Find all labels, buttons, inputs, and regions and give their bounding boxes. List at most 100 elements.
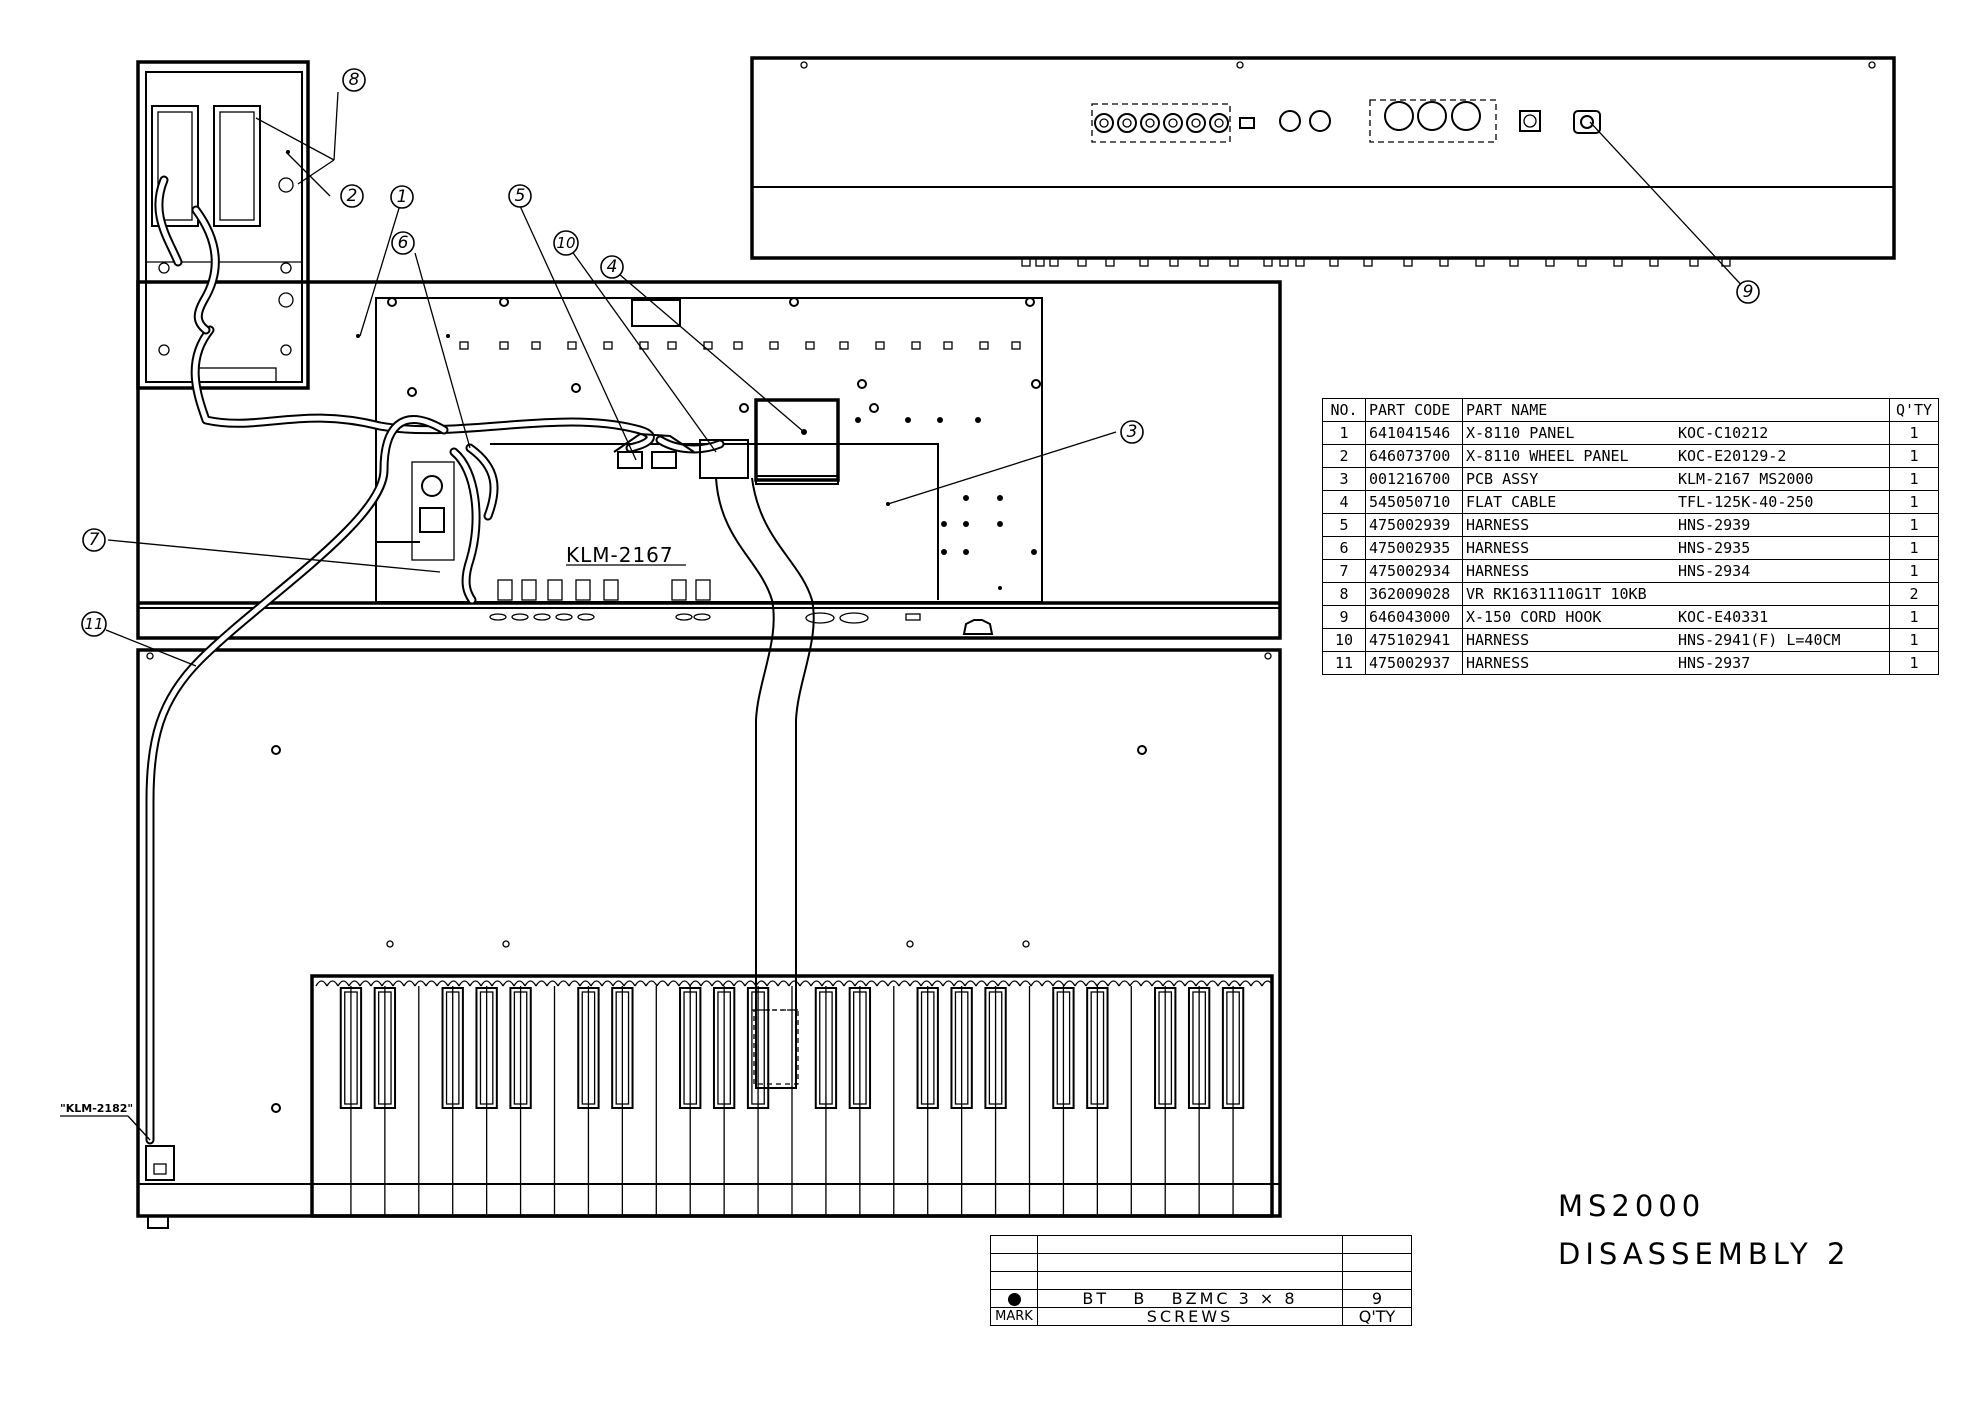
key-scallop (1019, 980, 1032, 987)
black-key (814, 987, 838, 1109)
key-scallop (678, 980, 691, 987)
key-scallop (1151, 980, 1164, 987)
black-key (848, 987, 872, 1109)
part-spec: HNS-2934 (1678, 562, 1751, 580)
black-key (475, 987, 498, 1109)
key-scallop (568, 980, 581, 987)
screw-footer-desc: SCREWS (1037, 1307, 1343, 1326)
black-key-top (1192, 991, 1206, 1105)
key-scallop (425, 980, 438, 987)
part-qty: 1 (1889, 421, 1939, 445)
key-scallop (414, 980, 427, 987)
key-scallop (524, 980, 537, 987)
drawing-title: DISASSEMBLY 2 (1558, 1237, 1851, 1271)
key-scallop (755, 980, 768, 987)
callout-6: 6 (391, 231, 415, 255)
part-code: 646043000 (1365, 605, 1463, 629)
key-scallop (854, 980, 867, 987)
key-scallop (1140, 980, 1153, 987)
key-scallop (667, 980, 680, 987)
key-scallop (1129, 980, 1142, 987)
key-scallop (953, 980, 966, 987)
key-scallop (612, 980, 625, 987)
part-spec: KOC-E20129-2 (1678, 447, 1787, 465)
key-scallop (843, 980, 856, 987)
black-key-top (344, 991, 358, 1105)
part-code: 475002934 (1365, 559, 1463, 583)
screws-table-blank-row (990, 1253, 1412, 1272)
part-spec: HNS-2935 (1678, 539, 1751, 557)
key-scallop (458, 980, 471, 987)
black-key (1221, 987, 1245, 1109)
screws-table-blank-row (990, 1271, 1412, 1290)
part-spec: HNS-2937 (1678, 654, 1751, 672)
key-scallop (997, 980, 1010, 987)
part-spec: KOC-C10212 (1678, 424, 1769, 442)
black-key-top (615, 991, 630, 1105)
part-name: HARNESS (1466, 654, 1530, 672)
header-no: NO. (1322, 398, 1366, 422)
black-key (984, 987, 1007, 1109)
black-key (712, 987, 736, 1109)
svg-text:5: 5 (515, 186, 526, 206)
screw-type: BT (1082, 1289, 1110, 1308)
key-scallop (1118, 980, 1131, 987)
part-code: 475002937 (1365, 651, 1463, 675)
part-qty: 1 (1889, 628, 1939, 652)
part-spec: HNS-2941(F) L=40CM (1678, 631, 1841, 649)
part-name: X-8110 WHEEL PANEL (1466, 447, 1629, 465)
black-key (746, 987, 770, 1109)
part-code: 475102941 (1365, 628, 1463, 652)
key-scallop (1217, 980, 1230, 987)
part-name-cell: HARNESS HNS-2937 (1462, 651, 1890, 675)
callout-5: 5 (508, 184, 532, 208)
callout-2: 2 (340, 184, 364, 208)
key-scallop (1228, 980, 1241, 987)
key-scallop (370, 980, 383, 987)
part-no: 11 (1322, 651, 1366, 675)
part-name: HARNESS (1466, 539, 1530, 557)
svg-text:8: 8 (349, 70, 360, 90)
part-name: X-8110 PANEL (1466, 424, 1575, 442)
keyboard-keys (310, 974, 1274, 1218)
part-no: 9 (1322, 605, 1366, 629)
part-qty: 2 (1889, 582, 1939, 606)
part-no: 2 (1322, 444, 1366, 468)
part-qty: 1 (1889, 467, 1939, 491)
black-key-top (1158, 991, 1173, 1105)
key-scallop (810, 980, 823, 987)
key-scallop (469, 980, 482, 987)
key-scallop (502, 980, 515, 987)
black-key-top (1056, 991, 1071, 1105)
key-scallop (1162, 980, 1175, 987)
callout-8: 8 (342, 68, 366, 92)
key-scallop (700, 980, 713, 987)
svg-text:4: 4 (607, 257, 618, 277)
key-scallop (1206, 980, 1219, 987)
black-key-top (1090, 991, 1105, 1105)
black-key-top (717, 991, 731, 1105)
part-no: 8 (1322, 582, 1366, 606)
key-scallop (348, 980, 361, 987)
part-qty: 1 (1889, 490, 1939, 514)
screws-table-row: BT B BZMC 3 × 8 9 (990, 1289, 1412, 1308)
key-scallop (722, 980, 735, 987)
svg-text:7: 7 (89, 530, 100, 550)
part-code: 646073700 (1365, 444, 1463, 468)
black-key-top (683, 991, 698, 1105)
key-scallop (920, 980, 933, 987)
sub-pcb-label: "KLM-2182" (60, 1102, 133, 1115)
key-scallop (975, 980, 988, 987)
key-scallop (1052, 980, 1065, 987)
black-key-top (819, 991, 833, 1105)
part-name: VR RK1631110G1T 10KB (1466, 585, 1647, 603)
